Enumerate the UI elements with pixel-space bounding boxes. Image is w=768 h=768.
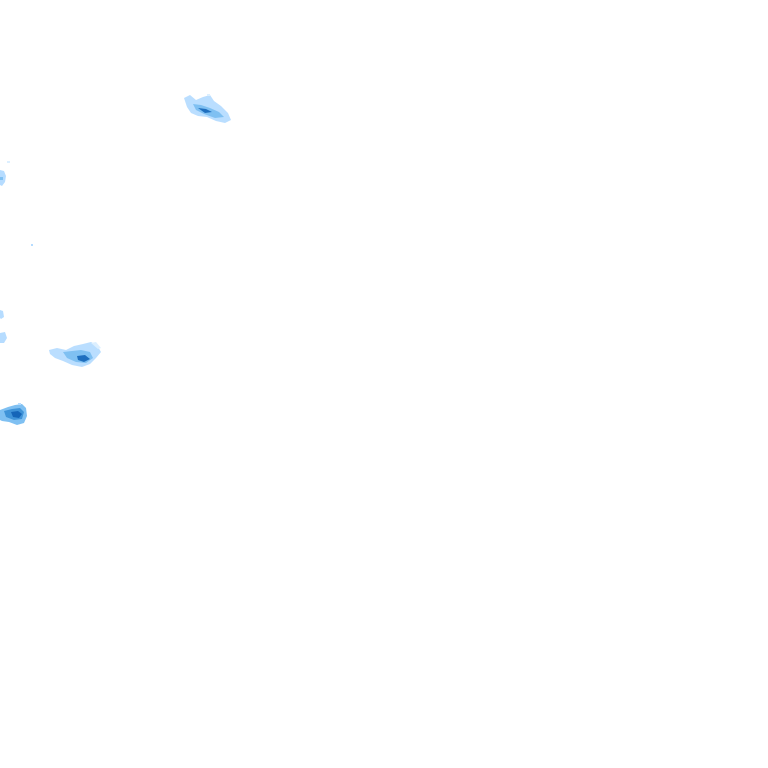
precip-echo-southwest xyxy=(0,403,27,425)
precip-echo-west-speck xyxy=(31,244,33,246)
echo-west-mid-lower xyxy=(0,332,7,343)
echo-central-west-tail xyxy=(91,342,101,349)
precip-echo-west-upper xyxy=(0,161,10,186)
precip-echo-north xyxy=(184,94,231,123)
echo-north-core xyxy=(198,108,212,113)
echo-southwest-core xyxy=(11,411,22,418)
echo-southwest-speck xyxy=(18,403,21,405)
echo-west-mid-upper xyxy=(0,310,4,319)
echo-central-west-core xyxy=(77,355,90,362)
echo-west-upper-speck xyxy=(7,161,10,163)
echo-west-speck-dot xyxy=(31,244,33,246)
precip-echo-central-west xyxy=(49,342,101,367)
precip-echo-west-mid xyxy=(0,310,7,343)
echo-west-upper-core xyxy=(0,177,3,180)
echo-north-speck xyxy=(207,94,210,96)
